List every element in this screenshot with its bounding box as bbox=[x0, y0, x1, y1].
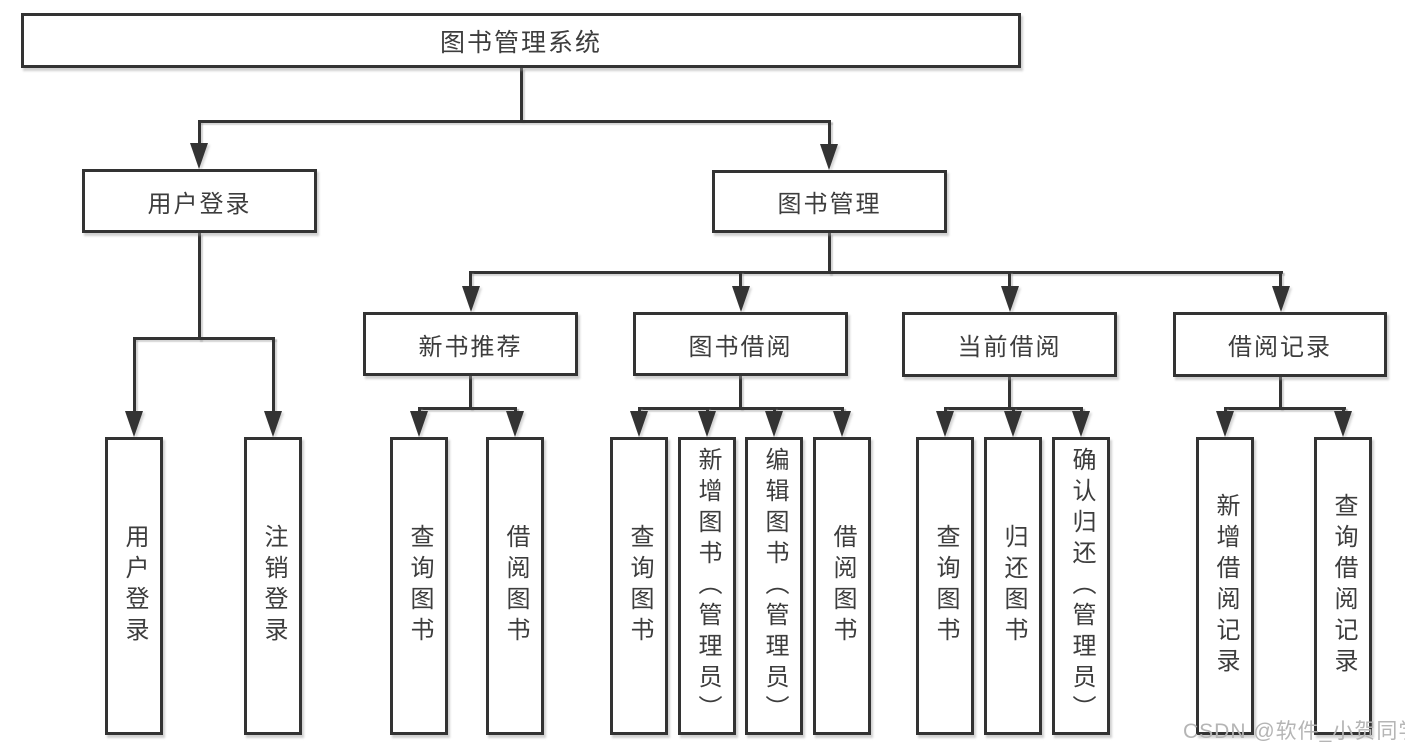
node-label: 注销登录 bbox=[260, 524, 287, 648]
node-library-management-system: 图书管理系统 bbox=[21, 13, 1021, 68]
connector-line bbox=[1341, 407, 1345, 414]
node-label: 新书推荐 bbox=[418, 333, 523, 361]
node-new-book-recommendation: 新书推荐 bbox=[363, 312, 578, 376]
connector-line bbox=[513, 407, 517, 414]
leaf-edit-books-admin: 编辑图书（管理员） bbox=[745, 437, 803, 735]
node-label: 新增图书（管理员） bbox=[694, 446, 721, 726]
connector-line bbox=[1223, 407, 1227, 414]
connector-line bbox=[519, 68, 523, 121]
connector-line bbox=[469, 376, 472, 409]
arrow-down-icon bbox=[765, 411, 783, 437]
arrow-down-icon bbox=[1004, 411, 1022, 437]
connector-line bbox=[739, 376, 742, 409]
leaf-add-books-admin: 新增图书（管理员） bbox=[678, 437, 736, 735]
connector-line bbox=[197, 121, 201, 146]
connector-line bbox=[739, 271, 742, 287]
arrow-down-icon bbox=[190, 143, 208, 169]
connector-line bbox=[132, 338, 136, 414]
connector-line bbox=[840, 407, 844, 414]
arrow-down-icon bbox=[264, 411, 282, 437]
arrow-down-icon bbox=[1271, 286, 1290, 312]
arrow-down-icon bbox=[1072, 411, 1090, 437]
node-label: 用户登录 bbox=[147, 190, 252, 218]
node-label: 借阅图书 bbox=[829, 524, 856, 648]
connector-line bbox=[417, 407, 517, 410]
connector-line bbox=[1279, 377, 1282, 409]
csdn-watermark: CSDN @软件_小贺同学 bbox=[1183, 720, 1405, 743]
connector-line bbox=[1079, 407, 1083, 414]
leaf-confirm-return-admin: 确认归还（管理员） bbox=[1052, 437, 1110, 735]
node-label: 新增借阅记录 bbox=[1212, 493, 1239, 679]
node-borrowing-records: 借阅记录 bbox=[1173, 312, 1387, 377]
node-label: 查询图书 bbox=[626, 524, 653, 648]
node-label: 当前借阅 bbox=[957, 334, 1062, 361]
node-label: 查询图书 bbox=[406, 524, 433, 648]
leaf-query-books-borrowing: 查询图书 bbox=[610, 437, 668, 735]
connector-line bbox=[1011, 407, 1015, 414]
arrow-down-icon bbox=[410, 411, 428, 437]
node-label: 查询图书 bbox=[932, 524, 959, 648]
arrow-down-icon bbox=[125, 411, 143, 437]
connector-line bbox=[271, 338, 275, 414]
connector-line bbox=[197, 120, 831, 123]
connector-line bbox=[827, 233, 831, 274]
connector-line bbox=[827, 121, 831, 147]
arrow-down-icon bbox=[506, 411, 524, 437]
connector-line bbox=[1008, 271, 1011, 287]
arrow-down-icon bbox=[630, 411, 648, 437]
arrow-down-icon bbox=[820, 144, 838, 170]
arrow-down-icon bbox=[1334, 411, 1352, 437]
leaf-borrow-books-recommend: 借阅图书 bbox=[486, 437, 544, 735]
node-label: 图书管理 bbox=[777, 191, 882, 218]
connector-line bbox=[1279, 271, 1282, 287]
arrow-down-icon bbox=[1000, 286, 1019, 312]
connector-line bbox=[943, 407, 947, 414]
arrow-down-icon bbox=[461, 286, 480, 312]
connector-line bbox=[469, 271, 472, 287]
leaf-query-books-current: 查询图书 bbox=[916, 437, 974, 735]
leaf-query-borrow-record: 查询借阅记录 bbox=[1314, 437, 1372, 735]
arrow-down-icon bbox=[731, 286, 750, 312]
node-book-borrowing: 图书借阅 bbox=[633, 312, 848, 376]
connector-line bbox=[637, 407, 641, 414]
arrow-down-icon bbox=[698, 411, 716, 437]
leaf-user-login: 用户登录 bbox=[105, 437, 163, 735]
node-label: 借阅记录 bbox=[1228, 334, 1332, 361]
connector-line bbox=[772, 407, 776, 414]
arrow-down-icon bbox=[936, 411, 954, 437]
connector-line bbox=[132, 337, 275, 340]
leaf-borrow-books-borrowing: 借阅图书 bbox=[813, 437, 871, 735]
connector-line bbox=[197, 233, 201, 340]
leaf-add-borrow-record: 新增借阅记录 bbox=[1196, 437, 1254, 735]
connector-line bbox=[417, 407, 421, 414]
node-label: 图书管理系统 bbox=[439, 28, 602, 57]
leaf-logout: 注销登录 bbox=[244, 437, 302, 735]
node-current-borrowing: 当前借阅 bbox=[902, 312, 1117, 377]
connector-line bbox=[1223, 407, 1346, 410]
node-book-management: 图书管理 bbox=[712, 170, 947, 233]
connector-line bbox=[1008, 377, 1011, 409]
node-user-login: 用户登录 bbox=[82, 169, 317, 233]
leaf-query-books-recommend: 查询图书 bbox=[390, 437, 448, 735]
node-label: 归还图书 bbox=[1000, 524, 1027, 648]
connector-line bbox=[469, 271, 1283, 274]
connector-line bbox=[705, 407, 709, 414]
leaf-return-books: 归还图书 bbox=[984, 437, 1042, 735]
connector-line bbox=[637, 407, 844, 410]
node-label: 查询借阅记录 bbox=[1330, 493, 1357, 679]
arrow-down-icon bbox=[1216, 411, 1234, 437]
node-label: 确认归还（管理员） bbox=[1068, 446, 1095, 726]
node-label: 用户登录 bbox=[121, 524, 148, 648]
arrow-down-icon bbox=[833, 411, 851, 437]
node-label: 图书借阅 bbox=[688, 333, 793, 361]
node-label: 借阅图书 bbox=[502, 524, 529, 648]
node-label: 编辑图书（管理员） bbox=[761, 446, 788, 726]
